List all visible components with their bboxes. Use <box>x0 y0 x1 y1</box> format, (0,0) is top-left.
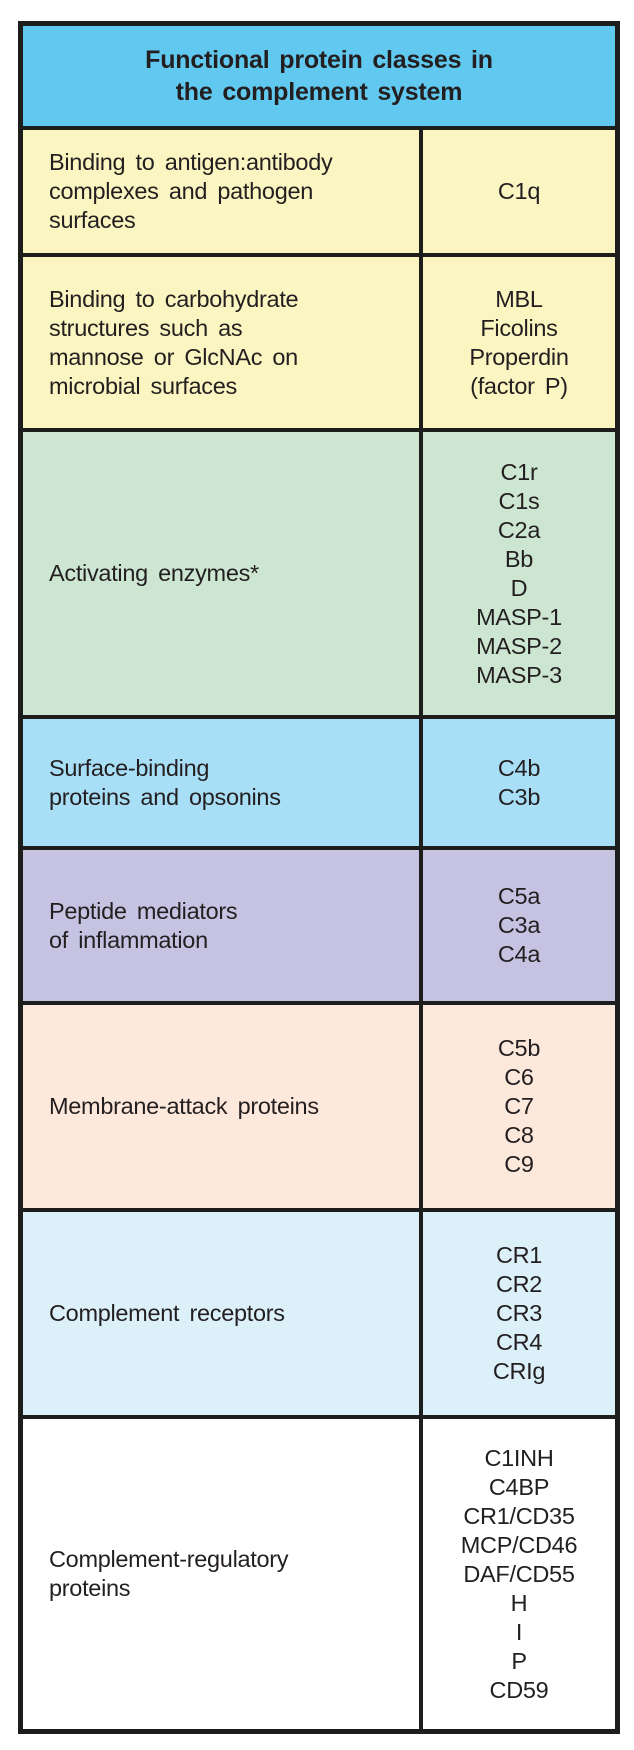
table-row-binding-antigen: Binding to antigen:antibody complexes an… <box>23 126 615 253</box>
function-cell: Activating enzymes* <box>49 560 259 586</box>
table-row-binding-carbohydrate: Binding to carbohydrate structures such … <box>23 253 615 428</box>
proteins-cell: CR1 CR2 CR3 CR4 CRIg <box>419 1212 615 1415</box>
proteins-cell: C1q <box>419 130 615 253</box>
proteins-cell: C5b C6 C7 C8 C9 <box>419 1005 615 1208</box>
proteins-cell: C1r C1s C2a Bb D MASP-1 MASP-2 MASP-3 <box>419 432 615 715</box>
function-cell: Binding to carbohydrate structures such … <box>49 285 299 399</box>
function-cell: Binding to antigen:antibody complexes an… <box>49 149 333 233</box>
proteins-cell: MBL Ficolins Properdin (factor P) <box>419 257 615 428</box>
proteins-cell: C1INH C4BP CR1/CD35 MCP/CD46 DAF/CD55 H … <box>419 1419 615 1729</box>
function-cell: Complement-regulatory proteins <box>49 1546 289 1601</box>
function-cell: Surface-binding proteins and opsonins <box>49 754 281 810</box>
complement-protein-classes-table: Functional protein classes in the comple… <box>18 21 620 1734</box>
table-row-complement-receptors: Complement receptors CR1 CR2 CR3 CR4 CRI… <box>23 1208 615 1415</box>
function-cell: Peptide mediators of inflammation <box>49 897 238 953</box>
function-cell: Membrane-attack proteins <box>49 1093 319 1119</box>
table-row-activating-enzymes: Activating enzymes* C1r C1s C2a Bb D MAS… <box>23 428 615 715</box>
table-row-membrane-attack: Membrane-attack proteins C5b C6 C7 C8 C9 <box>23 1001 615 1208</box>
table-row-peptide-mediators: Peptide mediators of inflammation C5a C3… <box>23 846 615 1001</box>
function-cell: Complement receptors <box>49 1300 285 1326</box>
proteins-cell: C5a C3a C4a <box>419 850 615 1001</box>
proteins-cell: C4b C3b <box>419 719 615 846</box>
table-row-surface-binding: Surface-binding proteins and opsonins C4… <box>23 715 615 846</box>
table-title: Functional protein classes in the comple… <box>23 26 615 126</box>
table-row-regulatory-proteins: Complement-regulatory proteins C1INH C4B… <box>23 1415 615 1729</box>
